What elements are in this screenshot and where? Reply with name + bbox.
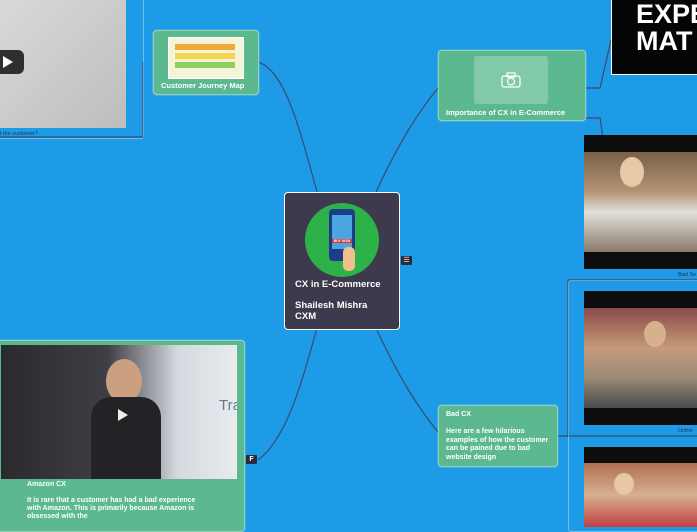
unfriendly-caption: Unfrie [678, 428, 693, 434]
camera-icon [501, 72, 521, 88]
video-thumbnail-1[interactable] [584, 135, 697, 269]
experience-matters-image[interactable]: EXPE MAT [611, 0, 697, 75]
buy-now-text: BUY NOW [332, 239, 352, 243]
amazon-cx-text: Amazon CX It is rare that a customer has… [27, 481, 196, 520]
central-subtitle: Shailesh Mishra CXM [295, 300, 368, 322]
amazon-cx-node[interactable]: Tra Amazon CX It is rare that a customer… [0, 340, 245, 532]
top-left-panel [0, 0, 144, 139]
hand-icon [343, 247, 355, 271]
central-title: CX in E-Commerce [295, 279, 381, 290]
central-topic[interactable]: BUY NOW CX in E-Commerce Shailesh Mishra… [284, 192, 400, 330]
video-corner-text: Tra [219, 397, 237, 414]
banner-text: EXPE MAT [636, 0, 697, 56]
bad-cx-node[interactable]: Bad CX Here are a few hilarious examples… [438, 405, 558, 467]
top-left-caption: t the customer? [0, 131, 38, 137]
journey-map-label: Customer Journey Map [161, 81, 245, 90]
importance-label: Importance of CX in E-Commerce [446, 108, 566, 117]
top-left-video-thumbnail[interactable] [0, 0, 126, 128]
central-icon: BUY NOW [305, 203, 379, 277]
play-icon[interactable] [0, 50, 24, 74]
note-icon[interactable]: ☰ [401, 256, 412, 265]
bad-service-caption: Bad Se [678, 272, 697, 278]
importance-node[interactable]: Importance of CX in E-Commerce [438, 50, 586, 121]
journey-map-node[interactable]: Customer Journey Map [153, 30, 259, 95]
video-thumbnail-2[interactable] [584, 291, 697, 425]
journey-map-image [168, 37, 244, 79]
camera-placeholder [474, 56, 548, 104]
font-icon[interactable]: F [246, 455, 257, 464]
amazon-video-thumbnail[interactable]: Tra [1, 345, 237, 479]
video-thumbnail-3[interactable] [584, 447, 697, 527]
play-icon[interactable] [105, 403, 139, 427]
bad-cx-text: Bad CX Here are a few hilarious examples… [446, 411, 549, 461]
amazon-speaker [106, 359, 142, 403]
